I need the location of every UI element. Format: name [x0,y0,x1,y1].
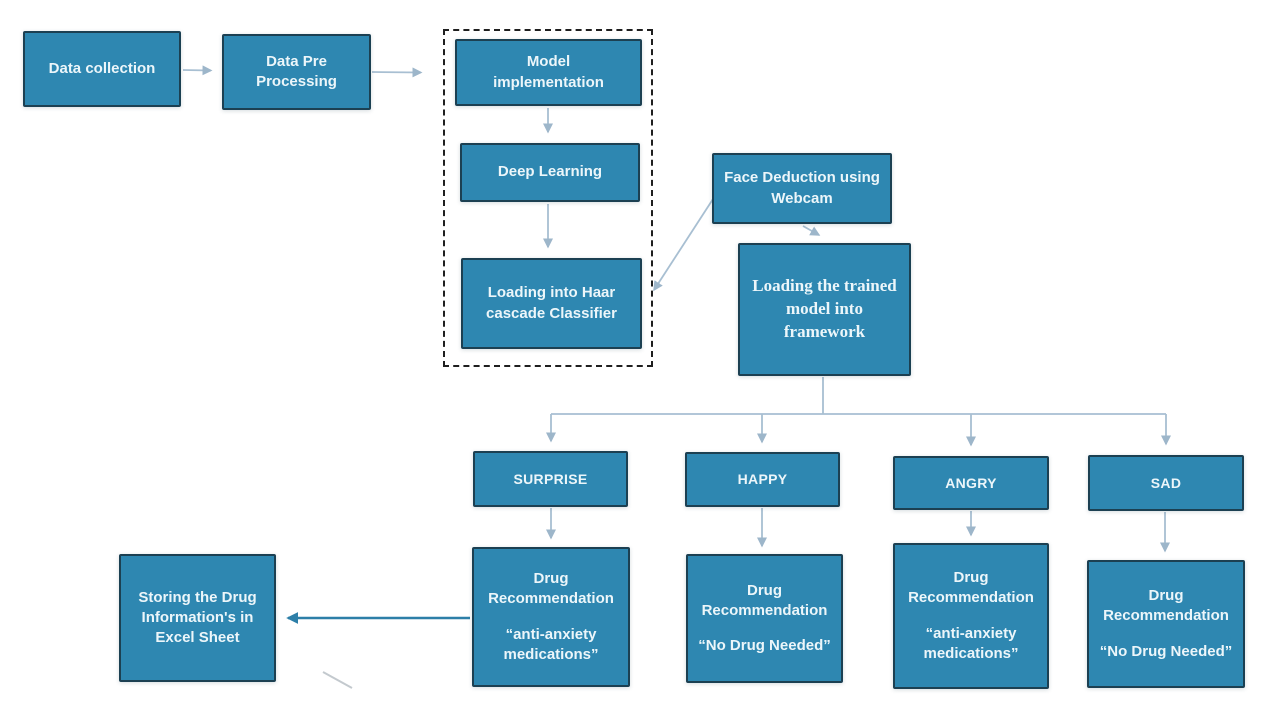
node-label: Model implementation [493,53,604,91]
node-label: Loading the trained model into framework [752,276,897,341]
drug-title: Drug Recommendation [488,570,614,608]
node-emotion-surprise: SURPRISE [473,451,628,507]
node-label: Face Deduction using Webcam [724,169,880,207]
node-drug-recommendation-happy: Drug Recommendation “No Drug Needed” [686,554,843,683]
edge-facedetection-to-haar [653,198,714,292]
drug-title: Drug Recommendation [701,581,828,619]
drug-title: Drug Recommendation [908,569,1034,607]
node-emotion-happy: HAPPY [685,452,840,507]
node-deep-learning: Deep Learning [460,143,640,202]
node-haar-cascade-classifier: Loading into Haar cascade Classifier [461,258,642,349]
edge-datacollection-to-preprocessing [182,65,213,76]
node-emotion-sad: SAD [1088,455,1244,511]
edge-preprocessing-to-pipeline [371,67,423,78]
node-label: HAPPY [737,471,788,488]
node-emotion-angry: ANGRY [893,456,1049,510]
drug-note: “anti-anxiety medications” [503,625,599,663]
node-label: Data collection [48,59,156,77]
node-drug-recommendation-surprise: Drug Recommendation “anti-anxiety medica… [472,547,630,687]
drug-note: “No Drug Needed” [1099,642,1233,660]
node-label: Data Pre Processing [256,52,337,90]
training-pipeline-group [443,29,653,367]
node-loading-trained-model: Loading the trained model into framework [738,243,911,376]
node-drug-recommendation-angry: Drug Recommendation “anti-anxiety medica… [893,543,1049,689]
node-model-implementation: Model implementation [455,39,642,106]
edge-facedetection-to-trainedmodel [802,225,821,236]
node-label: ANGRY [945,474,997,491]
node-data-pre-processing: Data Pre Processing [222,34,371,110]
stray-mark [322,671,353,689]
node-label: Loading into Haar cascade Classifier [486,284,617,322]
node-label: Storing the Drug Information's in Excel … [138,588,257,647]
node-storing-excel-sheet: Storing the Drug Information's in Excel … [119,554,276,682]
node-face-detection-webcam: Face Deduction using Webcam [712,153,892,224]
node-label: Deep Learning [497,163,603,181]
node-label: SURPRISE [513,470,588,487]
edge-trainedmodel-branch [551,377,1166,415]
drug-note: “anti-anxiety medications” [923,624,1019,662]
drug-note: “No Drug Needed” [698,637,831,655]
node-drug-recommendation-sad: Drug Recommendation “No Drug Needed” [1087,560,1245,688]
node-label: SAD [1150,474,1182,491]
node-data-collection: Data collection [23,31,181,107]
drug-title: Drug Recommendation [1103,587,1229,625]
